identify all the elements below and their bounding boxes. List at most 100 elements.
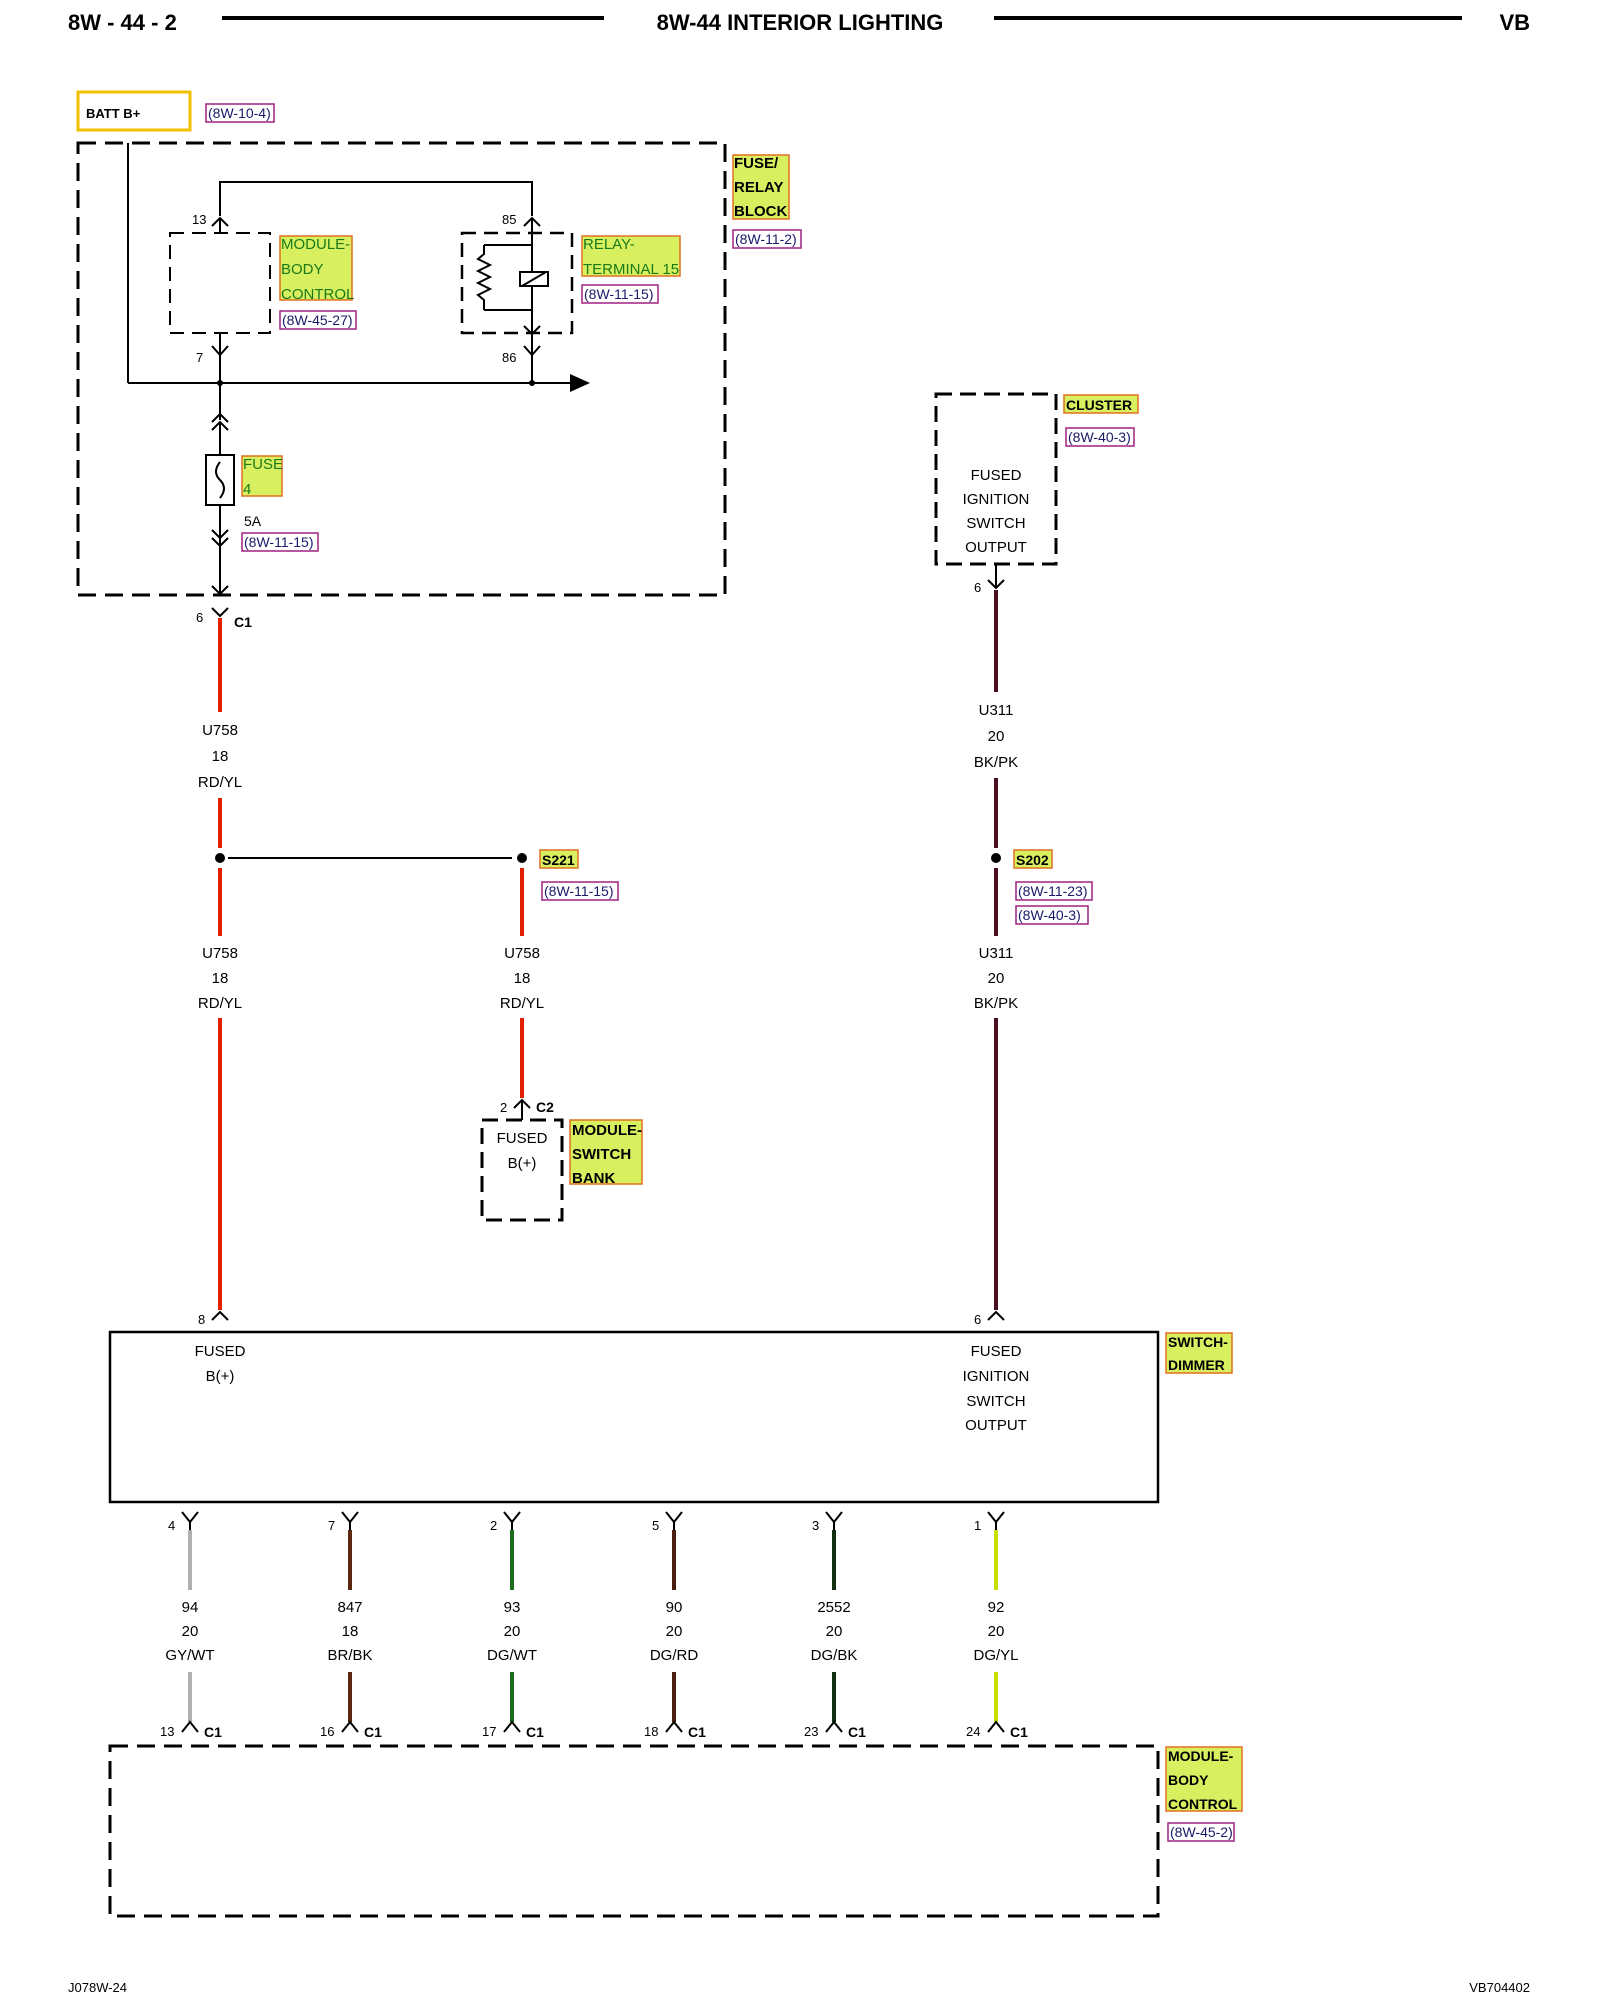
switch-dimmer-pin8-connector-icon <box>211 1310 229 1321</box>
cluster-label: CLUSTER <box>1066 397 1132 413</box>
wire-u311-a-circuit: U311 <box>979 702 1014 719</box>
cluster-ref[interactable]: (8W-40-3) <box>1068 429 1131 445</box>
wire-5-circuit: 92 <box>988 1599 1005 1616</box>
wire-4-conn: C1 <box>848 1724 866 1740</box>
wire-u758-c-circuit: U758 <box>504 945 540 962</box>
s202-ref-1[interactable]: (8W-11-23) <box>1018 883 1088 899</box>
module-body-control-label-1: MODULE- <box>281 236 350 253</box>
wire-1-top-connector-icon <box>341 1511 359 1524</box>
wire-5-color: DG/YL <box>973 1647 1018 1664</box>
wire-3-top-connector-icon <box>665 1511 683 1524</box>
module-body-control-bottom-label-1: MODULE- <box>1168 1748 1234 1764</box>
wire-1-top-pin: 7 <box>328 1518 335 1533</box>
switch-bank-box <box>480 1118 564 1222</box>
wire-4-bottom-connector-icon <box>825 1720 843 1733</box>
module-body-control-bottom-box <box>108 1744 1160 1918</box>
wire-u758-a-color: RD/YL <box>198 774 242 791</box>
module-body-control-bottom-ref[interactable]: (8W-45-2) <box>1170 1824 1233 1840</box>
footer-left-code: J078W-24 <box>68 1980 127 1995</box>
fuse-relay-block-label-3: BLOCK <box>734 203 787 220</box>
wire-1-conn: C1 <box>364 1724 382 1740</box>
wire-0-conn: C1 <box>204 1724 222 1740</box>
relay-box <box>460 231 574 335</box>
wire-2-top-connector-icon <box>503 1511 521 1524</box>
switch-bank-text-1: FUSED <box>497 1130 548 1147</box>
switch-bank-label-2: SWITCH <box>572 1146 631 1163</box>
c1-pin-label: 6 <box>196 610 203 625</box>
relay-label-2: TERMINAL 15 <box>583 261 679 278</box>
cluster-text-3: SWITCH <box>966 515 1025 532</box>
fuse-bottom-connector-a <box>211 529 229 540</box>
wire-3-gauge: 20 <box>666 1623 683 1640</box>
fuse-relay-block-ref[interactable]: (8W-11-2) <box>735 231 797 247</box>
splice-s221-dot <box>517 853 527 863</box>
module-body-control-bottom-label-3: CONTROL <box>1168 1796 1238 1812</box>
cluster-pin-label: 6 <box>974 580 981 595</box>
wire-2-gauge: 20 <box>504 1623 521 1640</box>
relay-ref[interactable]: (8W-11-15) <box>584 286 654 302</box>
wire-u311-a-gauge: 20 <box>988 728 1005 745</box>
batt-ref-box <box>205 103 275 123</box>
switch-dimmer-right-text-1: FUSED <box>971 1343 1022 1360</box>
c1-pin6-connector-icon <box>211 607 229 618</box>
wire-5-conn: C1 <box>1010 1724 1028 1740</box>
control-wire-loop <box>219 181 533 216</box>
batt-ref[interactable]: (8W-10-4) <box>208 105 271 121</box>
wire-5-bottom-connector-icon <box>987 1720 1005 1733</box>
wire-3-color: DG/RD <box>650 1647 699 1664</box>
wire-u758-c-color: RD/YL <box>500 995 544 1012</box>
module-body-control-ref-box <box>279 310 357 330</box>
splice-dot-left <box>215 853 225 863</box>
wire-5-gauge: 20 <box>988 1623 1005 1640</box>
wire-3-circuit: 90 <box>666 1599 683 1616</box>
wire-2-bottom-pin: 17 <box>482 1724 496 1739</box>
wire-0-top-connector-icon <box>181 1511 199 1524</box>
fuse-label-1: FUSE <box>243 456 283 473</box>
switch-dimmer-label-bg <box>1165 1332 1233 1374</box>
batt-label: BATT B+ <box>86 106 141 121</box>
module-body-control-bottom-label-bg <box>1165 1746 1243 1812</box>
switch-bank-label-3: BANK <box>572 1170 615 1187</box>
wire-4-circuit: 2552 <box>817 1599 850 1616</box>
wire-4-gauge: 20 <box>826 1623 843 1640</box>
wire-0-top-pin: 4 <box>168 1518 175 1533</box>
wire-3-top-pin: 5 <box>652 1518 659 1533</box>
pin-13-label: 13 <box>192 212 206 227</box>
switch-dimmer-left-text-2: B(+) <box>206 1368 235 1385</box>
relay-label-1: RELAY- <box>583 236 635 253</box>
switch-dimmer-right-text-3: SWITCH <box>966 1393 1025 1410</box>
fuse-ref[interactable]: (8W-11-15) <box>244 534 314 550</box>
wire-5-top-pin: 1 <box>974 1518 981 1533</box>
fuse-ref-box <box>241 532 319 552</box>
wire-4-color: DG/BK <box>811 1647 858 1664</box>
wire-2-bottom-connector-icon <box>503 1720 521 1733</box>
wire-u311-a-color: BK/PK <box>974 754 1018 771</box>
s202-ref-2[interactable]: (8W-40-3) <box>1018 907 1081 923</box>
module-body-control-label-2: BODY <box>281 261 324 278</box>
fuse-relay-block-label-bg <box>732 154 790 220</box>
fuse-top-connector-a <box>211 412 229 423</box>
wire-1-bottom-pin: 16 <box>320 1724 334 1739</box>
wire-u758-a-gauge: 18 <box>212 748 229 765</box>
s221-ref[interactable]: (8W-11-15) <box>544 883 614 899</box>
wire-3-bottom-pin: 18 <box>644 1724 658 1739</box>
switch-dimmer-box <box>108 1330 1160 1504</box>
wire-0-bottom-pin: 13 <box>160 1724 174 1739</box>
wire-2-conn: C1 <box>526 1724 544 1740</box>
s221-ref-box <box>541 881 619 901</box>
wire-4-top-pin: 3 <box>812 1518 819 1533</box>
wire-u758-b-color: RD/YL <box>198 995 242 1012</box>
wire-0-gauge: 20 <box>182 1623 199 1640</box>
wire-u758-b-gauge: 18 <box>212 970 229 987</box>
fuse-label-2: 4 <box>243 481 251 498</box>
module-body-control-bottom-label-2: BODY <box>1168 1772 1209 1788</box>
cluster-text-4: OUTPUT <box>965 539 1027 556</box>
wire-u758-c-gauge: 18 <box>514 970 531 987</box>
switch-dimmer-left-text-1: FUSED <box>195 1343 246 1360</box>
module-body-control-ref[interactable]: (8W-45-27) <box>282 312 353 328</box>
wire-0-bottom-connector-icon <box>181 1720 199 1733</box>
fuse-rating: 5A <box>244 513 262 529</box>
wire-2-color: DG/WT <box>487 1647 537 1664</box>
wire-3-conn: C1 <box>688 1724 706 1740</box>
